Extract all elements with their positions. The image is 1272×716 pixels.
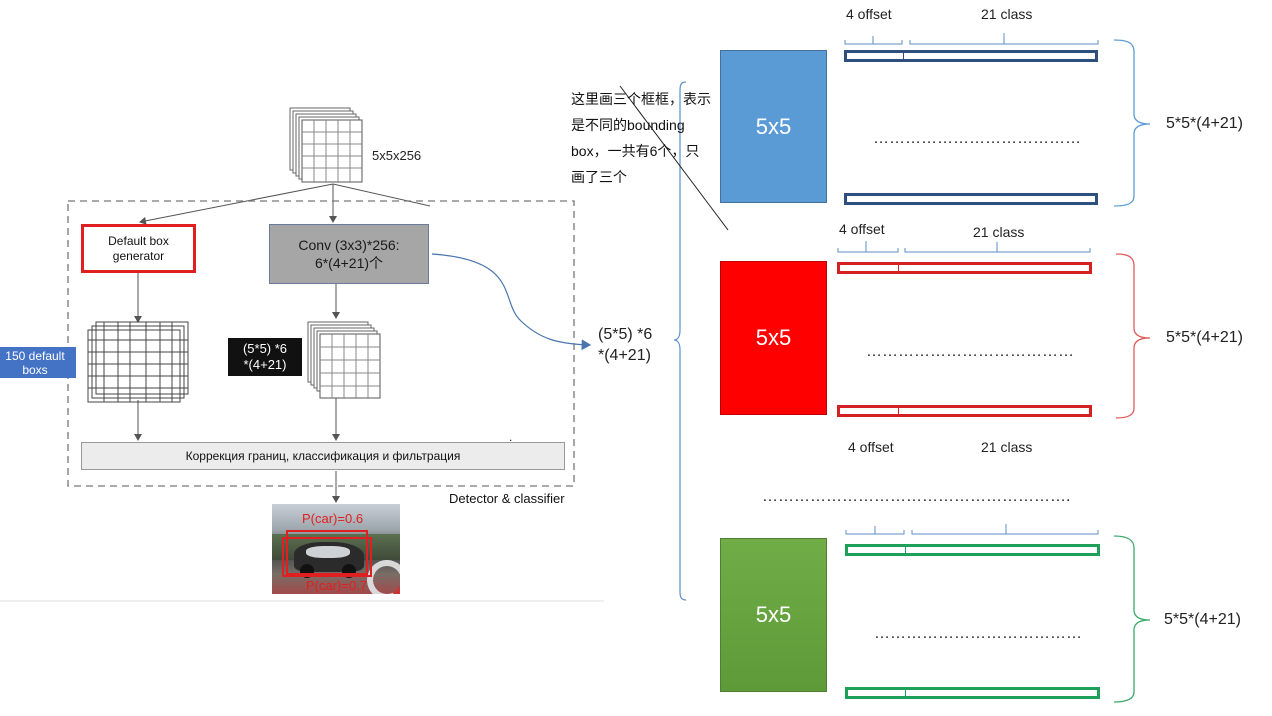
feature-map-label: 5x5x256 — [372, 148, 422, 163]
prediction-shape-badge: (5*5) *6 *(4+21) — [228, 338, 302, 376]
note-text: 这里画三个框框，表示是不同的bounding box，一共有6个，只画了三个 — [571, 91, 711, 185]
correction-bar[interactable]: Коррекция границ, классификация и фильтр… — [81, 442, 565, 470]
red-bottom-bar — [837, 405, 1092, 417]
conv-block[interactable]: Conv (3x3)*256: 6*(4+21)个 — [269, 224, 429, 284]
blue-square-label: 5x5 — [755, 113, 792, 139]
conv-label: Conv (3x3)*256: 6*(4+21)个 — [298, 237, 400, 271]
flow-arrows — [134, 273, 340, 503]
green-brace-label: 5*5*(4+21) — [1164, 611, 1241, 628]
prediction-shape-label: (5*5) *6 *(4+21) — [242, 341, 288, 372]
blue-top-bar — [844, 50, 1098, 62]
brace-blue — [1113, 39, 1151, 207]
car-detection-image: P(car)=0.6 P(car)=0.7 — [272, 504, 400, 594]
big-left-brace — [673, 81, 687, 601]
detector-label: Detector & classifier — [449, 491, 565, 506]
red-top-bar — [837, 262, 1092, 274]
default-box-generator-label: Default box generator — [108, 233, 169, 263]
brace-red — [1115, 253, 1151, 419]
green-top-bar — [845, 544, 1100, 556]
correction-dot: . — [509, 430, 513, 444]
note-pointer — [619, 85, 729, 231]
default-boxes-grid — [87, 321, 189, 403]
bracket-ticks-blue — [844, 33, 1099, 45]
green-square-label: 5x5 — [755, 602, 792, 627]
red-square: 5x5 — [720, 261, 827, 415]
correction-bar-label: Коррекция границ, классификация и фильтр… — [185, 449, 461, 463]
connector-curve — [431, 253, 592, 351]
default-boxes-label: 150 default boxs — [5, 348, 65, 377]
blue-offset-label: 4 offset — [846, 6, 892, 22]
blue-brace-label: 5*5*(4+21) — [1166, 115, 1243, 132]
default-box-generator[interactable]: Default box generator — [81, 224, 196, 273]
car-prob-top: P(car)=0.6 — [302, 511, 364, 526]
feature-map-connectors — [139, 183, 431, 225]
bracket-ticks-green — [845, 524, 1099, 535]
red-class-label: 21 class — [973, 224, 1025, 240]
default-boxes-badge: 150 default boxs — [0, 347, 76, 378]
red-brace-label: 5*5*(4+21) — [1166, 329, 1243, 346]
detection-box-2 — [282, 537, 372, 577]
bracket-ticks-red — [837, 241, 1091, 253]
blue-dots: ………………………………… — [873, 130, 1081, 147]
prediction-grid-stack — [307, 321, 381, 399]
feature-map-stack — [289, 107, 363, 183]
blue-square: 5x5 — [720, 50, 827, 203]
green-bottom-bar — [845, 687, 1100, 699]
blue-bottom-bar — [844, 193, 1098, 205]
car-prob-bottom: P(car)=0.7 — [306, 578, 368, 593]
red-square-label: 5x5 — [755, 325, 792, 350]
detection-box-1 — [286, 530, 368, 575]
middle-shape-label: (5*5) *6 *(4+21) — [598, 326, 653, 364]
red-offset-label: 4 offset — [839, 221, 885, 237]
green-class-label: 21 class — [981, 439, 1033, 455]
red-dots: ………………………………… — [866, 343, 1074, 360]
between-blocks-dots: …………………………………………………. — [762, 488, 1071, 505]
green-offset-label: 4 offset — [848, 439, 894, 455]
green-square: 5x5 — [720, 538, 827, 692]
brace-green — [1113, 535, 1151, 703]
blue-class-label: 21 class — [981, 6, 1033, 22]
green-dots: ………………………………… — [874, 625, 1082, 642]
